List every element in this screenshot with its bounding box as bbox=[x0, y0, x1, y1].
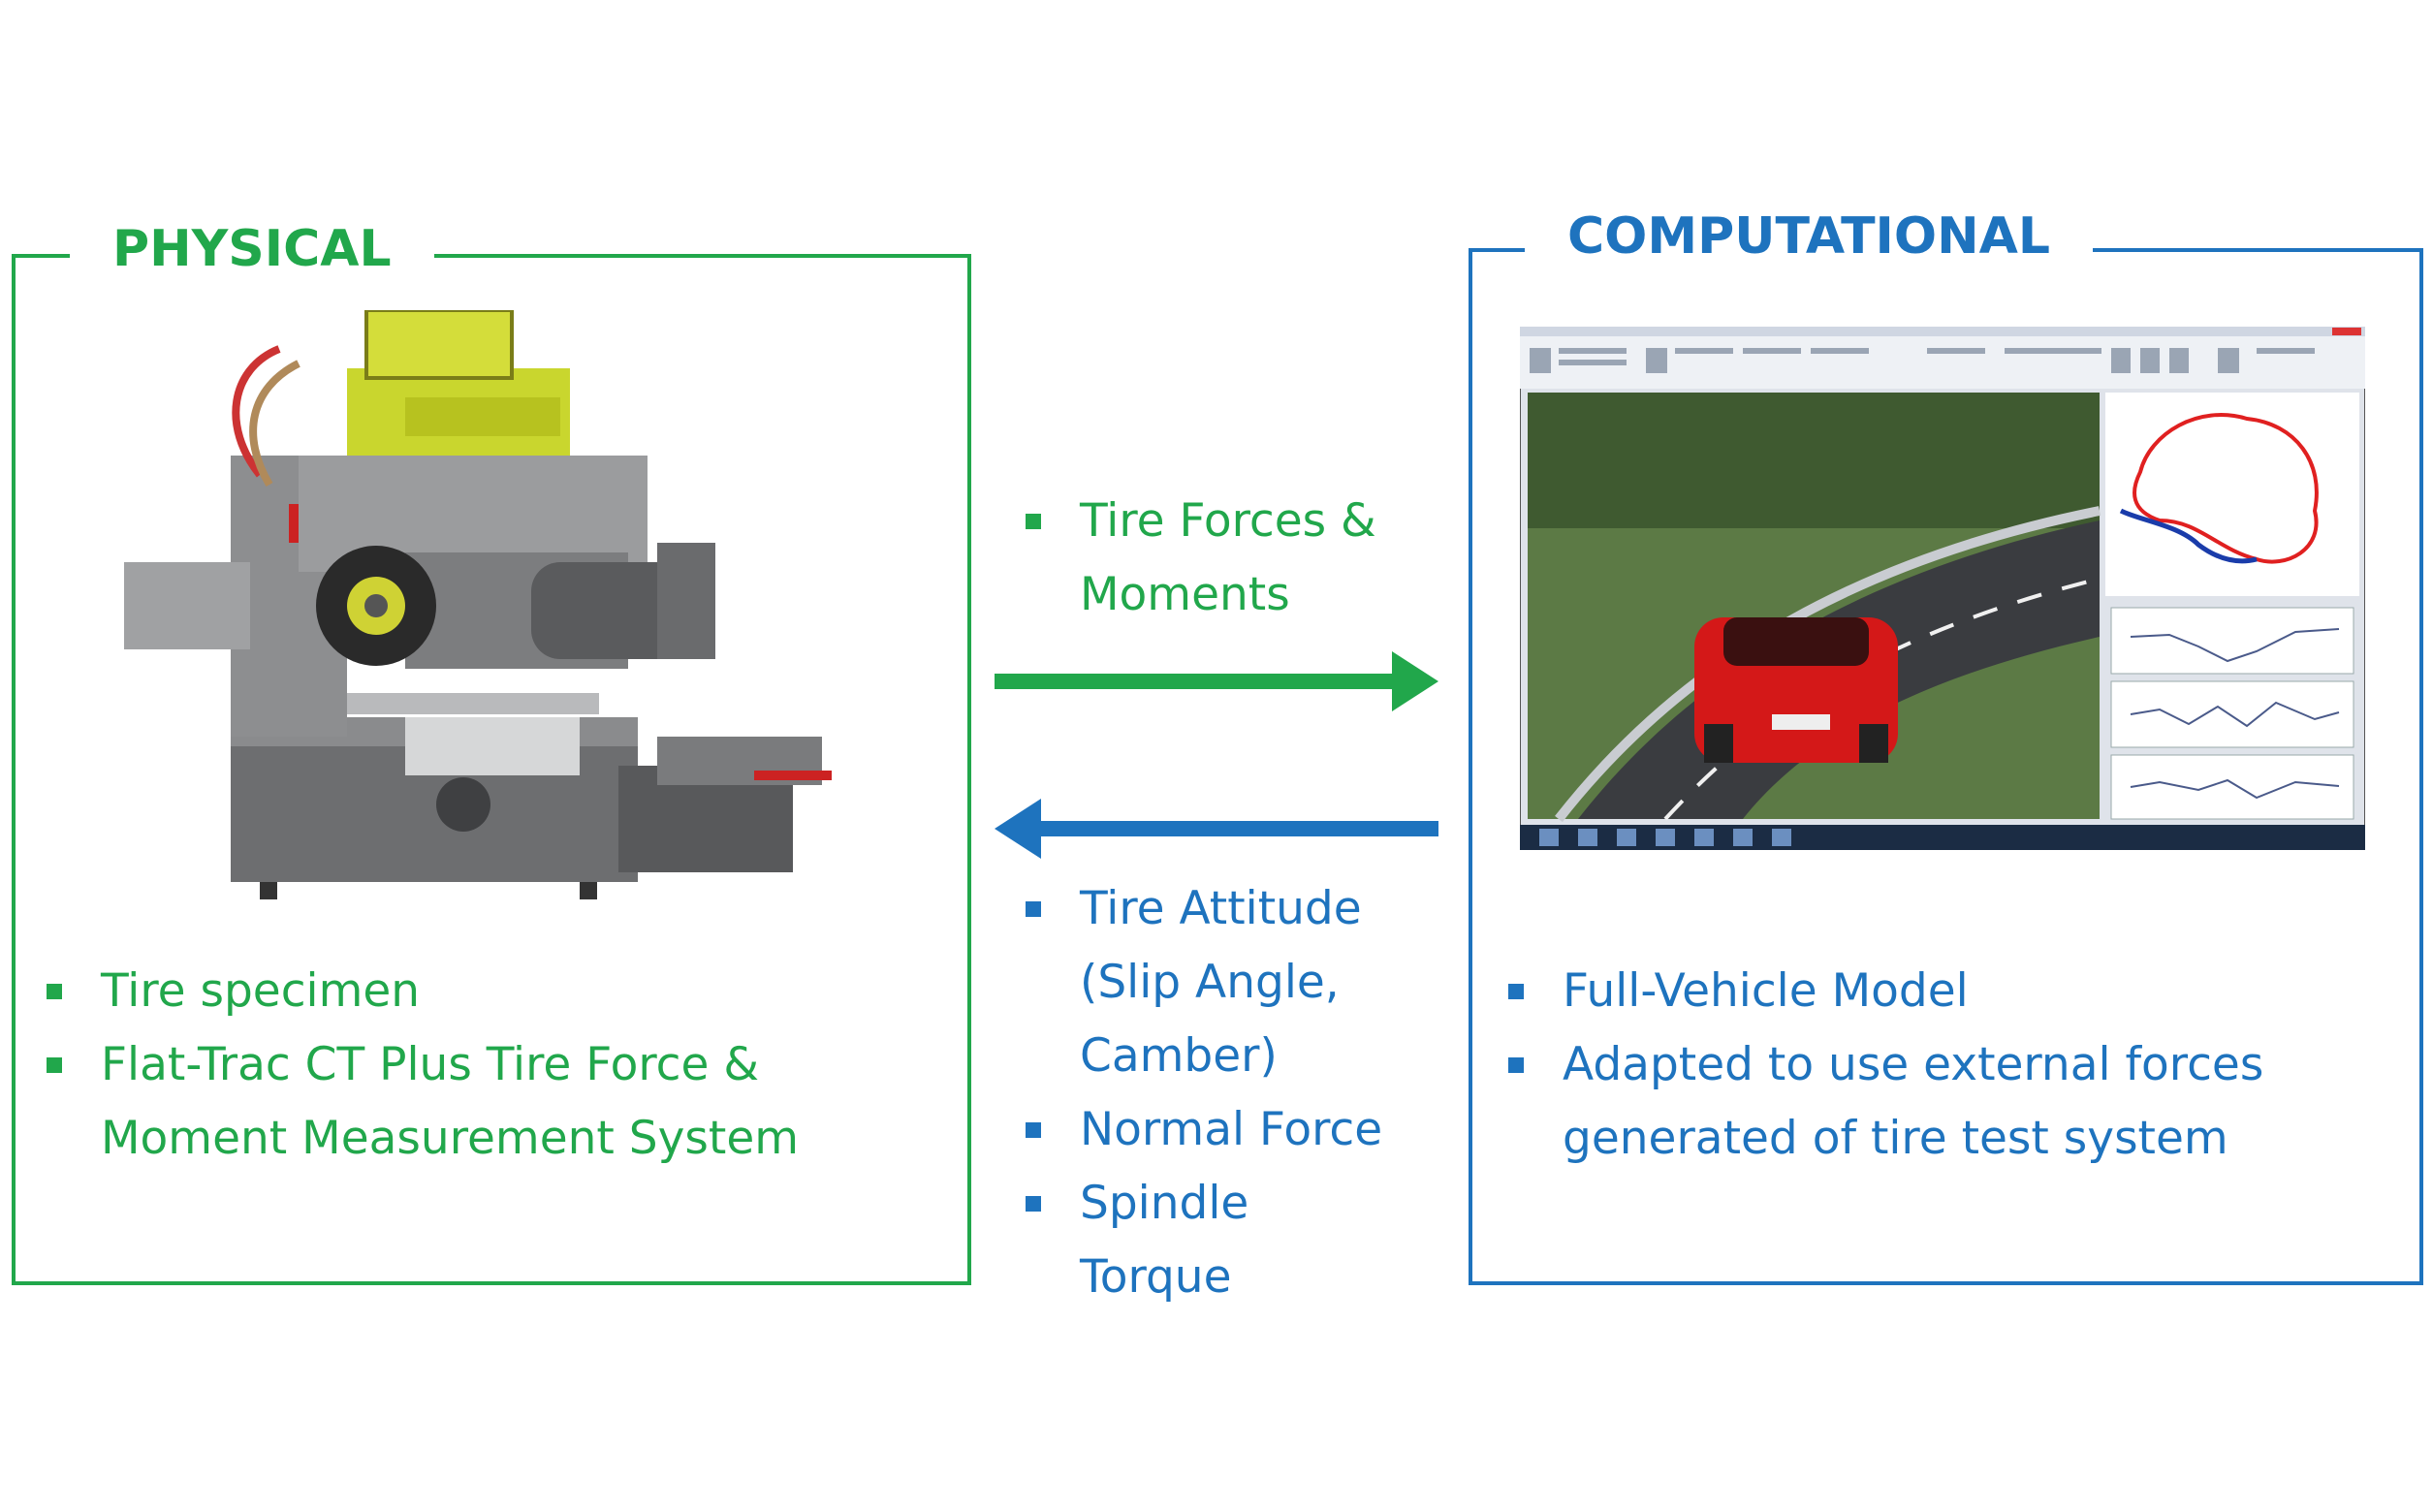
computational-title: COMPUTATIONAL bbox=[1525, 211, 2094, 262]
to-physical-item: Normal Force bbox=[1026, 1093, 1413, 1167]
to-physical-item: Tire Attitude (Slip Angle, Camber) bbox=[1026, 872, 1413, 1093]
to-physical-item: Spindle Torque bbox=[1026, 1167, 1413, 1314]
computational-list: Full-Vehicle Model Adapted to use extern… bbox=[1508, 955, 2381, 1176]
tire-test-machine-image bbox=[124, 310, 832, 899]
computational-item: Full-Vehicle Model bbox=[1508, 955, 2381, 1028]
arrow-right-icon bbox=[995, 651, 1438, 711]
computational-item: Adapted to use external forces generated… bbox=[1508, 1028, 2381, 1176]
physical-item: Flat-Trac CT Plus Tire Force & Moment Me… bbox=[47, 1028, 919, 1176]
to-computational-item: Tire Forces & Moments bbox=[1026, 485, 1394, 632]
to-computational-list: Tire Forces & Moments bbox=[1026, 485, 1394, 632]
physical-item: Tire specimen bbox=[47, 955, 919, 1028]
physical-list: Tire specimen Flat-Trac CT Plus Tire For… bbox=[47, 955, 919, 1176]
arrow-left-icon bbox=[995, 799, 1438, 859]
vehicle-simulation-screenshot bbox=[1520, 327, 2365, 850]
physical-frame bbox=[12, 254, 971, 1285]
to-physical-list: Tire Attitude (Slip Angle, Camber) Norma… bbox=[1026, 872, 1413, 1314]
physical-title: PHYSICAL bbox=[70, 224, 434, 274]
